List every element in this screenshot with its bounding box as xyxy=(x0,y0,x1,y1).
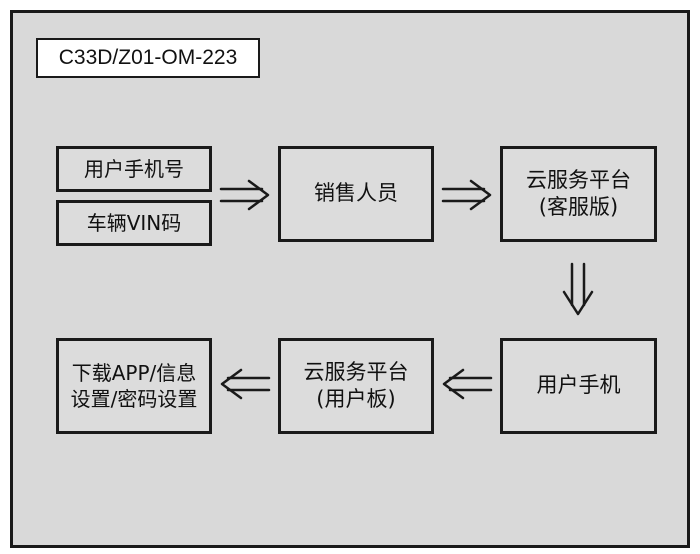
node-download-app: 下载APP/信息 设置/密码设置 xyxy=(56,338,212,434)
node-cloud-service-platform-user-line2: (用户板) xyxy=(316,387,396,411)
node-cloud-service-platform-user-line1: 云服务平台 xyxy=(303,359,409,384)
node-download-app-line1: 下载APP/信息 xyxy=(71,361,197,385)
node-cloud-service-platform-service-line1: 云服务平台 xyxy=(526,167,631,192)
node-cloud-service-platform-user: 云服务平台 (用户板) xyxy=(278,338,434,434)
node-user-phone-number-label: 用户手机号 xyxy=(84,157,184,181)
node-download-app-line2: 设置/密码设置 xyxy=(70,387,198,411)
node-user-phone-number: 用户手机号 xyxy=(56,146,212,192)
node-user-phone-label: 用户手机 xyxy=(536,373,621,398)
node-cloud-service-platform-service-line2: (客服版) xyxy=(538,195,619,219)
node-cloud-service-platform-service: 云服务平台 (客服版) xyxy=(500,146,657,242)
diagram-frame xyxy=(10,10,690,548)
node-vehicle-vin-label: 车辆VIN码 xyxy=(86,211,182,235)
node-sales-staff-label: 销售人员 xyxy=(314,181,398,206)
node-user-phone: 用户手机 xyxy=(500,338,657,434)
document-code-label: C33D/Z01-OM-223 xyxy=(36,38,260,78)
node-vehicle-vin: 车辆VIN码 xyxy=(56,200,212,246)
node-sales-staff: 销售人员 xyxy=(278,146,434,242)
